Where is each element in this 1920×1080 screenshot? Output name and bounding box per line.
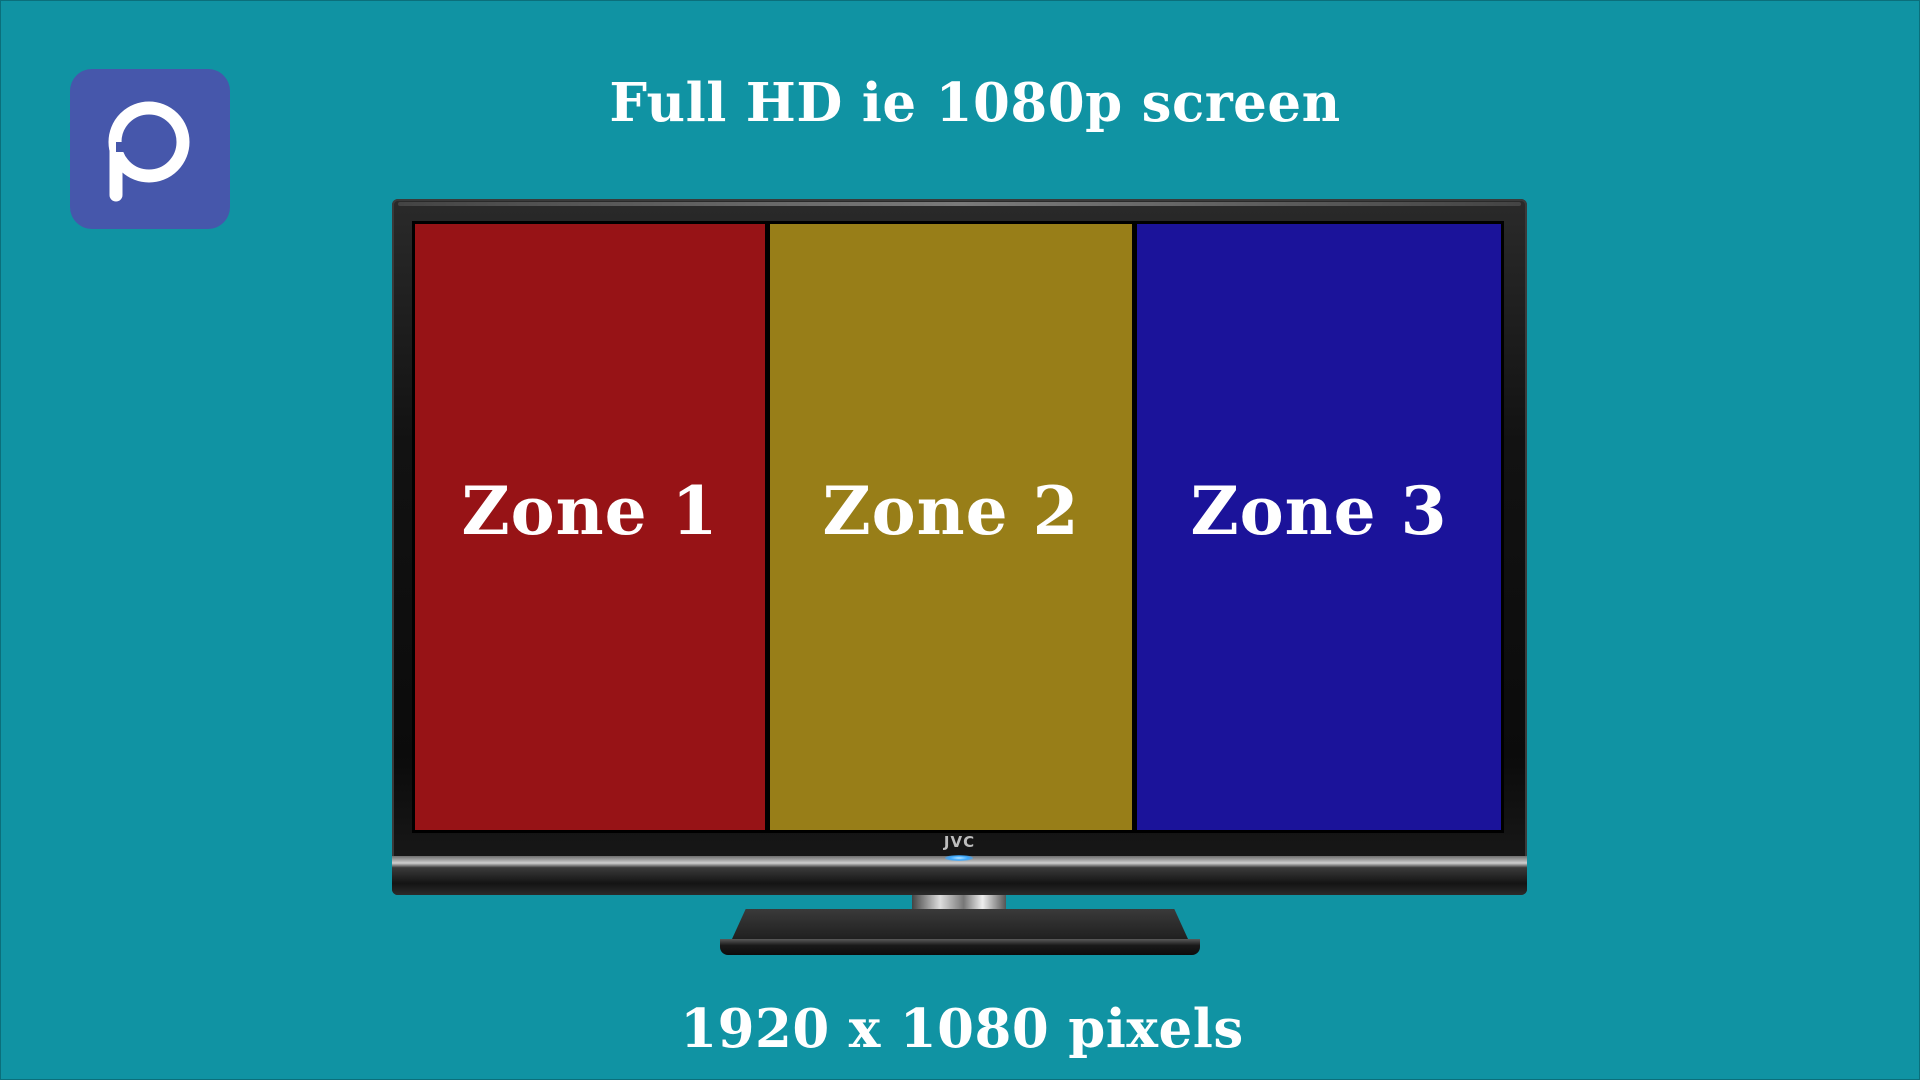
page-title: Full HD ie 1080p screen bbox=[609, 72, 1341, 134]
zone-3-label: Zone 3 bbox=[1190, 472, 1448, 550]
tv-stand-base bbox=[720, 939, 1200, 955]
tv-stand-top bbox=[732, 909, 1188, 939]
tv-bezel-highlight bbox=[398, 202, 1521, 206]
zone-1-label: Zone 1 bbox=[461, 472, 719, 550]
tv-bottom-bar bbox=[392, 856, 1527, 895]
tv-screen: Zone 1 Zone 2 Zone 3 bbox=[412, 221, 1504, 833]
zone-3: Zone 3 bbox=[1134, 221, 1504, 833]
resolution-caption: 1920 x 1080 pixels bbox=[680, 998, 1244, 1060]
zone-2: Zone 2 bbox=[768, 221, 1134, 833]
tv-illustration: Zone 1 Zone 2 Zone 3 JVC bbox=[392, 199, 1527, 955]
tv-brand-logo: JVC bbox=[943, 833, 976, 851]
zone-1: Zone 1 bbox=[412, 221, 768, 833]
power-led-icon bbox=[945, 855, 973, 861]
zone-2-label: Zone 2 bbox=[822, 472, 1080, 550]
tv-stand bbox=[720, 909, 1200, 955]
logo-icon bbox=[70, 69, 230, 229]
